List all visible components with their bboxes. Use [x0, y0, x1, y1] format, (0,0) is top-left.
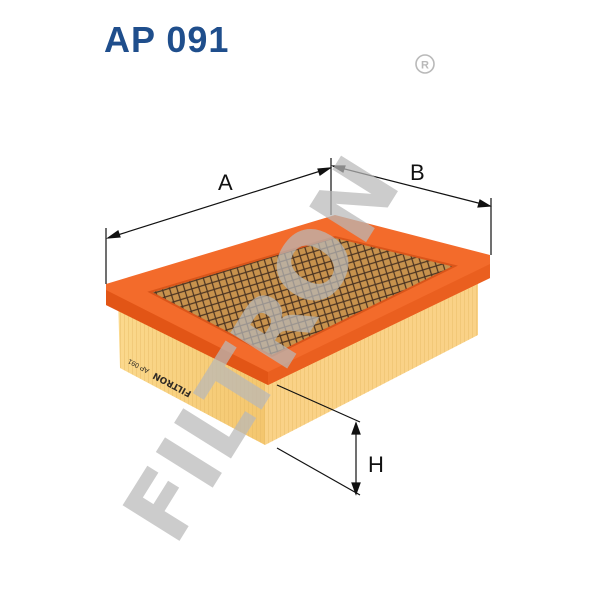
dimension-line-b: [332, 165, 491, 207]
dimension-label-a: A: [218, 170, 233, 195]
registered-symbol: R: [421, 60, 429, 72]
air-filter: FILTRON AP 091: [106, 215, 490, 445]
arrowhead-icon: [105, 230, 121, 239]
dimension-line-a: [107, 167, 331, 239]
dimension-b: B: [330, 160, 492, 255]
arrowhead-icon: [351, 421, 361, 435]
dimension-a: A: [105, 158, 333, 284]
arrowhead-icon: [330, 165, 346, 173]
arrowhead-icon: [317, 167, 333, 176]
filter-mesh: [150, 237, 455, 356]
dimension-label-h: H: [368, 452, 384, 477]
arrowhead-icon: [477, 199, 492, 208]
registered-mark: R: [415, 54, 435, 74]
product-code: AP 091: [104, 19, 230, 60]
dimension-h: H: [276, 384, 384, 496]
arrowhead-icon: [351, 482, 361, 496]
dimension-label-b: B: [410, 160, 425, 185]
